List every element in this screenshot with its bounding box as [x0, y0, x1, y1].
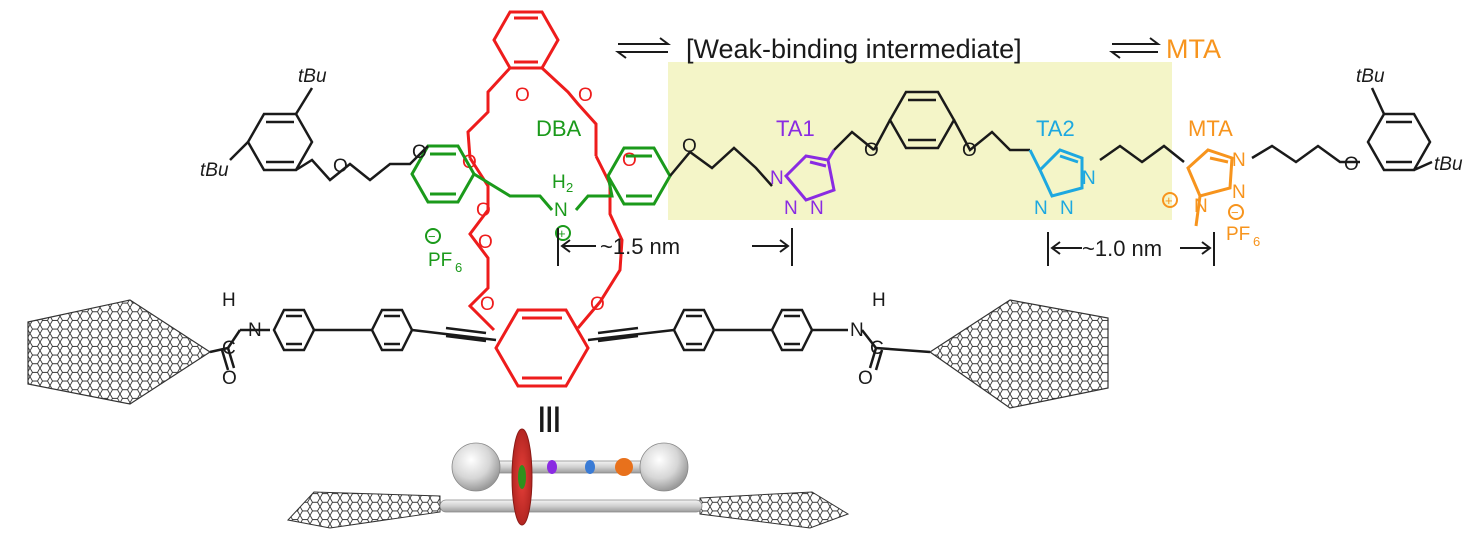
mta-n3: N [1194, 196, 1208, 217]
cartoon-graphene-left [287, 491, 441, 529]
cartoon-mta-site [615, 458, 633, 476]
right-amide-o: O [858, 368, 873, 389]
right-amide-c: C [870, 338, 884, 359]
pf6-right-minus-circle [1228, 204, 1244, 220]
axle-o-1: O [682, 136, 697, 157]
axle-o-2: O [864, 140, 879, 161]
mta-triazolium [1186, 148, 1234, 227]
right-stopper-aryl [1251, 87, 1433, 172]
right-amide-n: N [850, 320, 864, 341]
ta2-n2: N [1034, 198, 1048, 219]
right-amide-h: H [872, 290, 886, 311]
pf6-left-minus: − [428, 229, 436, 244]
crown-ether-macrocycle [466, 10, 624, 388]
ta1-triazole [783, 149, 836, 202]
pf6-left-minus-circle [425, 228, 441, 244]
distance-marker-1 [557, 228, 793, 266]
ammonium-n: N [554, 200, 568, 221]
crown-o-7: O [480, 294, 495, 315]
cartoon-crown-ring-hole [518, 465, 526, 489]
equilibrium-arrows-left [615, 37, 671, 59]
left-amide-h: H [222, 290, 236, 311]
ta1-n3: N [810, 198, 824, 219]
cartoon-stopper-right [639, 442, 689, 492]
left-stopper-aryl [229, 87, 429, 182]
ammonium-plus-circle [555, 225, 571, 241]
crown-o-4: O [622, 150, 637, 171]
axle-o-3: O [962, 140, 977, 161]
pf6-left-sub: 6 [455, 260, 462, 275]
mta-plus-circle [1162, 192, 1178, 208]
left-stopper-o1: O [333, 156, 348, 177]
ta2-triazole [1028, 148, 1084, 198]
distance-2-label: ~1.0 nm [1082, 236, 1162, 261]
ta2-label: TA2 [1036, 116, 1075, 141]
mta-n2: N [1232, 182, 1246, 203]
left-stopper-o2: O [412, 142, 427, 163]
weak-binding-intermediate-label: [Weak-binding intermediate] [686, 34, 1022, 64]
crown-o-2: O [578, 85, 593, 106]
cartoon-ta1-site [547, 460, 557, 474]
mta-plus: + [1165, 193, 1173, 208]
distance-1-label: ~1.5 nm [600, 234, 680, 259]
ammonium-h-sub: 2 [566, 180, 573, 195]
left-amide-o: O [222, 368, 237, 389]
crown-o-1: O [515, 85, 530, 106]
ta1-label: TA1 [776, 116, 815, 141]
cartoon-stopper-left [451, 442, 501, 492]
cartoon-model [287, 428, 850, 529]
bridge-atoms: H N C O H N C O [222, 290, 886, 389]
tbu-right-top: tBu [1356, 66, 1385, 87]
mta-label: MTA [1188, 116, 1233, 141]
ta2-n3: N [1060, 198, 1074, 219]
left-amide-n: N [248, 320, 262, 341]
tbu-left-bottom: tBu [200, 160, 229, 181]
distance-marker-2 [1047, 232, 1215, 266]
ammonium-plus: + [558, 226, 566, 241]
dba-dibenzylammonium [410, 144, 672, 211]
graphene-electrode-right [928, 299, 1109, 409]
pf6-right-sub: 6 [1253, 234, 1260, 249]
ta1-n2: N [784, 198, 798, 219]
pf6-right: PF [1226, 224, 1250, 245]
axle-linker [669, 90, 1185, 187]
crown-o-5: O [476, 200, 491, 221]
tbu-right-bottom: tBu [1434, 154, 1463, 175]
cartoon-bridge-rod [439, 499, 703, 513]
ta2-n1: N [1082, 168, 1096, 189]
bridge-molecule [209, 308, 931, 371]
crown-o-8: O [590, 294, 605, 315]
equilibrium-arrows-right [1109, 37, 1161, 59]
ammonium-h: H [552, 172, 566, 193]
left-amide-c: C [222, 338, 236, 359]
mta-n1: N [1232, 150, 1246, 171]
cartoon-ta2-site [585, 460, 595, 474]
dba-label: DBA [536, 116, 582, 141]
crown-o-6: O [478, 232, 493, 253]
graphene-electrode-left [27, 299, 212, 405]
pf6-right-minus: − [1231, 205, 1239, 220]
equilibrium-product-mta: MTA [1166, 34, 1221, 64]
cartoon-graphene-right [699, 491, 850, 529]
pf6-left: PF [428, 250, 452, 271]
tbu-left-top: tBu [298, 66, 327, 87]
identity-symbol: ||| [538, 402, 561, 432]
right-stopper-o: O [1344, 154, 1359, 175]
ta1-n1: N [770, 168, 784, 189]
